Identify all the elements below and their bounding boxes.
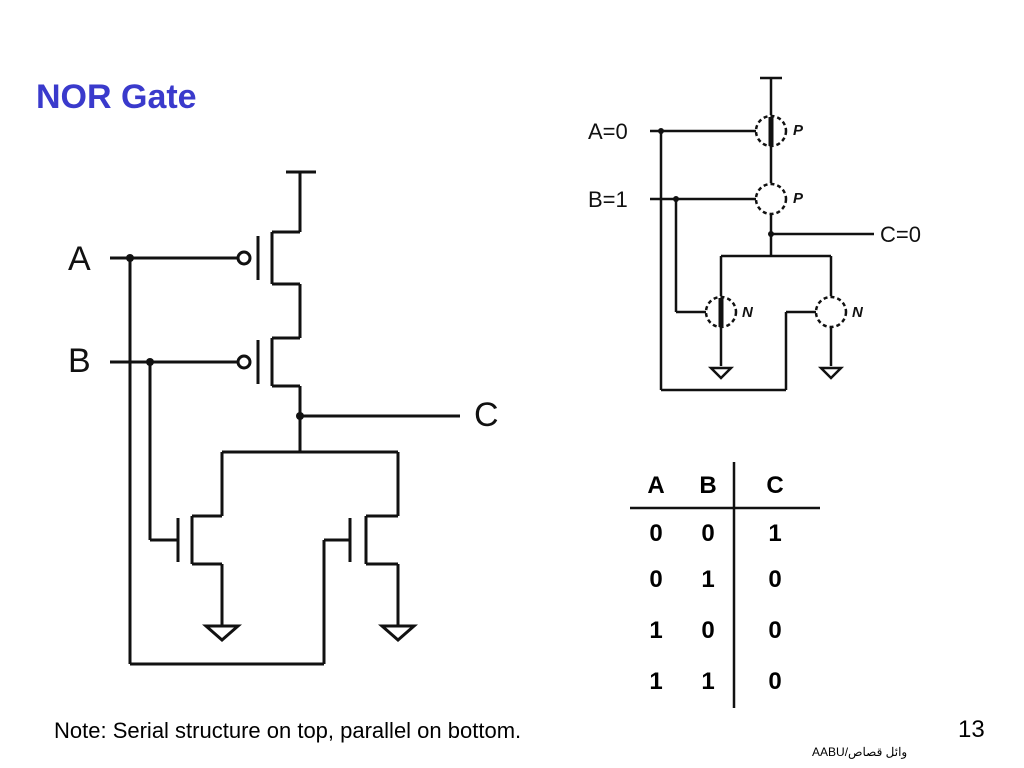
nmos2-label: N — [852, 304, 863, 321]
pmos2-label: P — [793, 190, 804, 207]
left-input-b-label: B — [68, 342, 91, 380]
left-output-c-label: C — [474, 396, 499, 434]
page-number: 13 — [958, 716, 985, 743]
truth-table-cell: 0 — [701, 617, 715, 644]
right-input-b-label: B=1 — [588, 187, 628, 212]
truth-table-cell: 0 — [649, 566, 663, 593]
truth-table-cell: 1 — [701, 566, 715, 593]
truth-table-lines — [630, 462, 820, 708]
truth-table-header-b: B — [699, 472, 717, 499]
truth-table-cell: 0 — [768, 617, 782, 644]
left-input-a-label: A — [68, 240, 91, 278]
right-output-c-label: C=0 — [880, 222, 921, 247]
truth-table-cell: 0 — [768, 668, 782, 695]
truth-table: A B C 0 0 1 0 1 0 1 0 0 1 1 0 — [630, 462, 830, 712]
truth-table-cell: 1 — [701, 668, 715, 695]
credit-text: وائل قصاص/AABU — [812, 745, 908, 759]
right-input-a-label: A=0 — [588, 119, 628, 144]
pmos1-label: P — [793, 122, 804, 139]
page-title: NOR Gate — [36, 78, 197, 116]
truth-table-cell: 0 — [649, 520, 663, 547]
truth-table-header-a: A — [647, 472, 665, 499]
truth-table-cell: 0 — [768, 566, 782, 593]
nmos1-label: N — [742, 304, 753, 321]
truth-table-cell: 1 — [649, 668, 663, 695]
truth-table-cell: 0 — [701, 520, 715, 547]
truth-table-cell: 1 — [649, 617, 663, 644]
truth-table-header-c: C — [766, 472, 784, 499]
truth-table-cell: 1 — [768, 520, 782, 547]
footer-note: Note: Serial structure on top, parallel … — [54, 718, 522, 743]
